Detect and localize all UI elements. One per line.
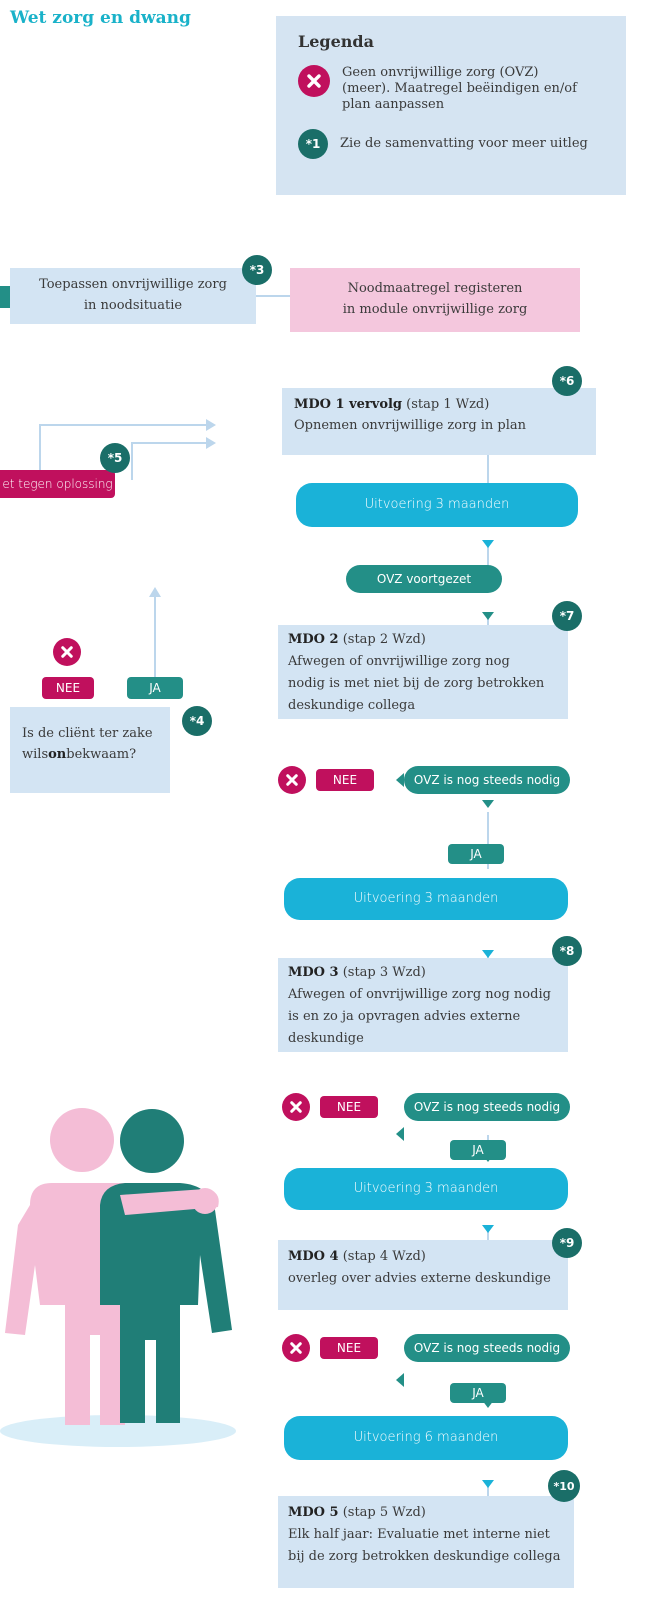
close-icon [298,65,330,97]
objection-tag: et tegen oplossing [0,470,115,498]
legend-item-note: *1 Zie de samenvatting voor meer uitleg [298,129,604,159]
mdo2-box: MDO 2 (stap 2 Wzd) Afwegen of onvrijwill… [278,625,568,719]
execution-3-months-2: Uitvoering 3 maanden [284,878,568,920]
mdo4-badge: *9 [552,1228,582,1258]
mdo3-title: MDO 3 [288,965,339,980]
mdo4-yes-label: JA [450,1383,506,1403]
close-icon [278,766,306,794]
mdo5-step: (stap 5 Wzd) [338,1505,426,1520]
mdo3-no-label: NEE [320,1096,378,1118]
question-line1: Is de cliënt ter zake [22,726,153,741]
register-line1: Noodmaatregel registeren [347,281,523,296]
note-badge: *1 [298,129,328,159]
mdo5-heading: MDO 5 (stap 5 Wzd) [288,1502,574,1524]
question-post: bekwaam? [66,747,137,762]
legend-item-note-label: Zie de samenvatting voor meer uitleg [340,136,588,151]
mdo4-title: MDO 4 [288,1249,339,1264]
legend-panel: Legenda Geen onvrijwillige zorg (OVZ) (m… [276,16,626,195]
mdo1-box: MDO 1 vervolg (stap 1 Wzd) Opnemen onvri… [282,388,596,455]
yes-label: JA [127,677,183,699]
question-bold: on [48,747,67,762]
mdo2-title: MDO 2 [288,632,339,647]
mdo3-badge: *8 [552,936,582,966]
mdo5-badge: *10 [548,1470,580,1502]
mdo3-heading: MDO 3 (stap 3 Wzd) [288,962,568,984]
legend-item-stop: Geen onvrijwillige zorg (OVZ) (meer). Ma… [298,65,604,113]
emergency-box: Toepassen onvrijwillige zorg in noodsitu… [10,268,256,324]
mdo2-line2: nodig is met niet bij de zorg betrokken [288,676,545,691]
mdo2-no-label: NEE [316,769,374,791]
mdo4-box: MDO 4 (stap 4 Wzd) overleg over advies e… [278,1240,568,1310]
close-icon [53,638,81,666]
register-line2: in module onvrijwillige zorg [342,302,528,317]
question-line2: wilsonbekwaam? [22,744,170,765]
mdo1-title: MDO 1 vervolg [294,397,403,412]
mdo5-line1: Elk half jaar: Evaluatie met interne nie… [288,1527,550,1542]
mdo2-line1: Afwegen of onvrijwillige zorg nog [288,654,510,669]
mdo3-line3: deskundige [288,1031,364,1046]
mdo3-still-needed: OVZ is nog steeds nodig [404,1093,570,1121]
mdo2-still-needed: OVZ is nog steeds nodig [404,766,570,794]
mdo3-step: (stap 3 Wzd) [338,965,426,980]
emergency-line2: in noodsituatie [83,298,183,313]
legend-item-stop-label: Geen onvrijwillige zorg (OVZ) (meer). Ma… [342,65,577,112]
execution-3-months-1: Uitvoering 3 maanden [296,483,578,527]
mdo4-heading: MDO 4 (stap 4 Wzd) [288,1246,568,1268]
question-badge: *4 [182,706,212,736]
mdo1-badge: *6 [552,366,582,396]
people-illustration [0,1108,236,1447]
execution-3-months-3: Uitvoering 3 maanden [284,1168,568,1210]
page-title: Wet zorg en dwang [10,8,191,28]
mdo1-heading: MDO 1 vervolg (stap 1 Wzd) [294,394,596,415]
mdo2-step: (stap 2 Wzd) [338,632,426,647]
mdo4-no-label: NEE [320,1337,378,1359]
emergency-badge: *3 [242,255,272,285]
mdo4-still-needed: OVZ is nog steeds nodig [404,1334,570,1362]
objection-badge: *5 [100,443,130,473]
no-label: NEE [42,677,94,699]
mdo5-box: MDO 5 (stap 5 Wzd) Elk half jaar: Evalua… [278,1496,574,1588]
mdo3-yes-label: JA [450,1140,506,1160]
mdo3-box: MDO 3 (stap 3 Wzd) Afwegen of onvrijwill… [278,958,568,1052]
continued-tag: OVZ voortgezet [346,565,502,593]
close-icon [282,1093,310,1121]
execution-6-months: Uitvoering 6 maanden [284,1416,568,1460]
mdo3-line2: is en zo ja opvragen advies externe [288,1009,521,1024]
mdo2-yes-label: JA [448,844,504,864]
mdo1-step: (stap 1 Wzd) [402,397,490,412]
legend-title: Legenda [298,32,374,51]
mdo4-step: (stap 4 Wzd) [338,1249,426,1264]
mdo5-title: MDO 5 [288,1505,339,1520]
emergency-line1: Toepassen onvrijwillige zorg [39,277,227,292]
capacity-question-box: Is de cliënt ter zake wilsonbekwaam? [10,707,170,793]
mdo2-badge: *7 [552,601,582,631]
close-icon [282,1334,310,1362]
mdo2-heading: MDO 2 (stap 2 Wzd) [288,629,568,651]
mdo5-line2: bij de zorg betrokken deskundige collega [288,1549,561,1564]
mdo2-line3: deskundige collega [288,698,416,713]
register-box: Noodmaatregel registeren in module onvri… [290,268,580,332]
mdo1-text: Opnemen onvrijwillige zorg in plan [294,418,527,433]
mdo3-line1: Afwegen of onvrijwillige zorg nog nodig [288,987,551,1002]
question-pre: wils [22,747,49,762]
mdo4-line1: overleg over advies externe deskundige [288,1271,551,1286]
